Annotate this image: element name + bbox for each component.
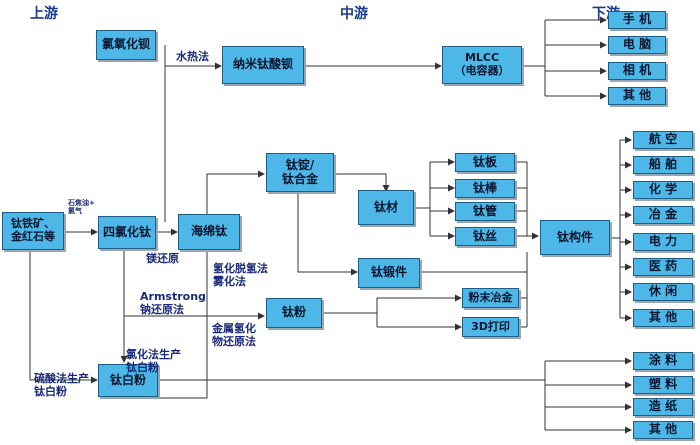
node-nano-barium-titanate: 纳米钛酸钡 [222, 46, 304, 84]
node-sponge-titanium: 海绵钛 [178, 214, 240, 250]
use-leisure: 休 闲 [633, 283, 693, 301]
header-upstream: 上游 [30, 6, 58, 22]
header-midstream: 中游 [340, 6, 368, 22]
use-camera: 相 机 [608, 62, 666, 80]
node-mlcc: MLCC （电容器） [442, 46, 522, 84]
use-coatings: 涂 料 [633, 352, 693, 370]
node-3d-printing: 3D打印 [462, 317, 519, 337]
node-titanium-rod: 钛棒 [455, 179, 515, 198]
use-parts-other: 其 他 [633, 309, 693, 327]
node-titanium-dioxide: 钛白粉 [98, 364, 158, 397]
node-titanium-ingot-alloy: 钛锭/ 钛合金 [266, 153, 334, 192]
use-medicine: 医 药 [633, 258, 693, 276]
use-mlcc-other: 其 他 [608, 87, 666, 105]
label-mg-reduction: 镁还原 [146, 252, 179, 265]
node-titanium-material: 钛材 [358, 190, 414, 225]
use-computer: 电 脑 [608, 36, 666, 54]
label-chloride-process: 氯化法生产 钛白粉 [126, 348, 181, 375]
node-powder-metallurgy: 粉末冶金 [462, 288, 519, 308]
use-chemical: 化 学 [633, 181, 693, 199]
node-titanium-parts: 钛构件 [540, 220, 610, 255]
node-titanium-forging: 钛锻件 [358, 258, 420, 288]
node-barium-chloride: 氯氧化钡 [96, 30, 156, 60]
node-ticl4: 四氯化钛 [98, 216, 156, 249]
use-tio2-other: 其 他 [633, 421, 693, 439]
use-metallurgy: 冶 金 [633, 206, 693, 224]
node-titanium-powder: 钛粉 [266, 298, 322, 328]
use-electric-power: 电 力 [633, 233, 693, 251]
node-titanium-wire: 钛丝 [455, 227, 515, 246]
use-mobile-phone: 手 机 [608, 11, 666, 29]
label-metal-hydride: 金属氢化 物还原法 [212, 322, 256, 349]
use-shipping: 船 舶 [633, 156, 693, 174]
label-hydrothermal: 水热法 [176, 50, 209, 63]
use-plastics: 塑 料 [633, 376, 693, 394]
node-titanium-tube: 钛管 [455, 202, 515, 221]
node-ilmenite-rutile: 钛铁矿、 金红石等 [2, 212, 64, 250]
label-hydride-atomization: 氢化脱氢法 雾化法 [213, 262, 268, 289]
use-papermaking: 造 纸 [633, 398, 693, 416]
label-petcoke-chlorine: 石焦油+ 氯气 [68, 199, 95, 215]
label-armstrong: Armstrong 钠还原法 [140, 290, 206, 317]
node-titanium-plate: 钛板 [455, 153, 515, 172]
label-sulfate-process: 硫酸法生产 钛白粉 [34, 372, 89, 399]
use-aviation: 航 空 [633, 131, 693, 149]
